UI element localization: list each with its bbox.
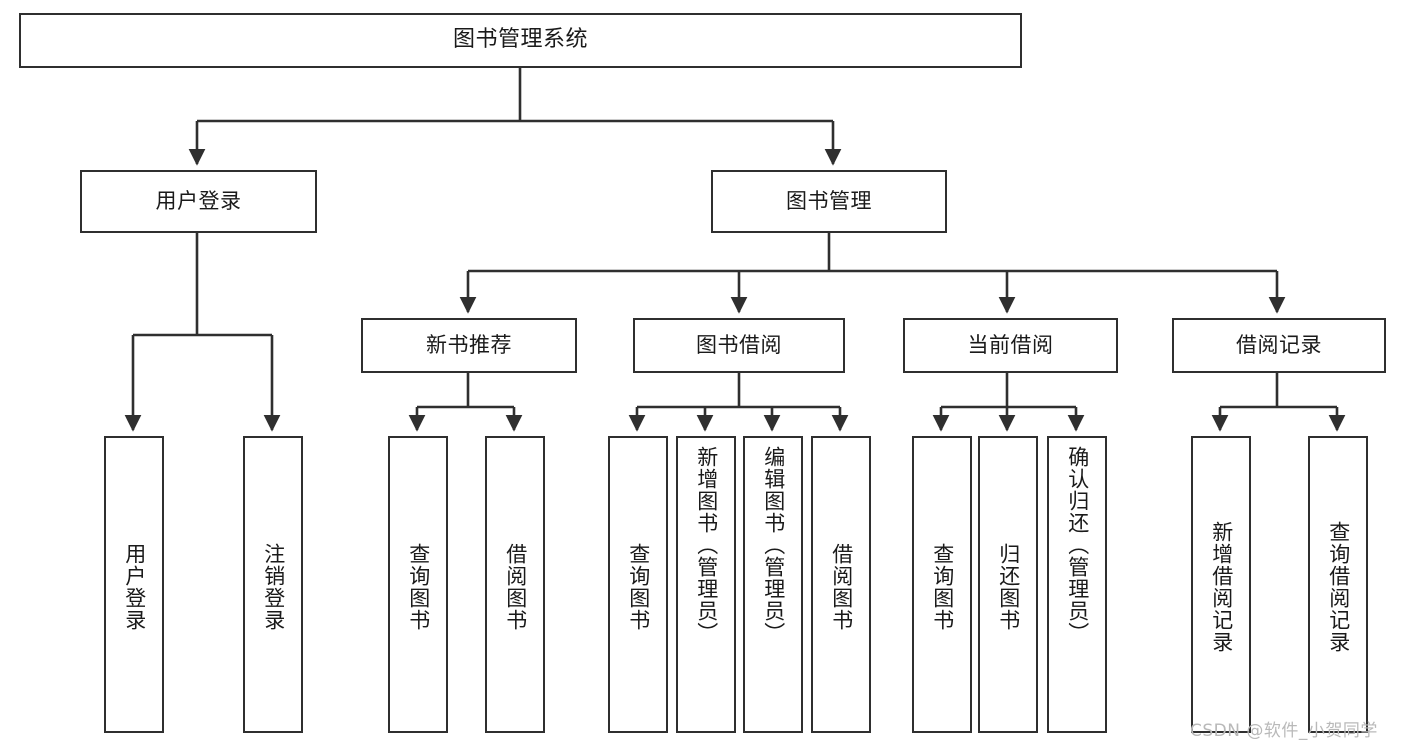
- leaf-query-book-3-label: 查询图书: [930, 542, 955, 631]
- leaf-edit-book[interactable]: 编辑图书（管理员）: [743, 436, 803, 733]
- node-borrow-record-label: 借阅记录: [1236, 332, 1322, 357]
- leaf-borrow-book-1-label: 借阅图书: [503, 542, 528, 631]
- leaf-borrow-book-1[interactable]: 借阅图书: [485, 436, 545, 733]
- node-user-login-label: 用户登录: [155, 188, 242, 213]
- node-root-label: 图书管理系统: [452, 27, 588, 53]
- leaf-query-book-3[interactable]: 查询图书: [912, 436, 972, 733]
- node-current-borrow[interactable]: 当前借阅: [903, 318, 1118, 373]
- leaf-borrow-book-2-label: 借阅图书: [829, 542, 854, 631]
- leaf-borrow-book-2[interactable]: 借阅图书: [811, 436, 871, 733]
- leaf-return-book[interactable]: 归还图书: [978, 436, 1038, 733]
- leaf-return-book-label: 归还图书: [996, 542, 1021, 631]
- leaf-add-book[interactable]: 新增图书（管理员）: [676, 436, 736, 733]
- leaf-user-logout[interactable]: 注销登录: [243, 436, 303, 733]
- leaf-edit-book-label: 编辑图书（管理员）: [761, 446, 786, 644]
- leaf-query-book-2-label: 查询图书: [626, 542, 651, 631]
- node-root[interactable]: 图书管理系统: [19, 13, 1022, 68]
- leaf-user-login-label: 用户登录: [122, 542, 147, 631]
- leaf-add-record[interactable]: 新增借阅记录: [1191, 436, 1251, 733]
- node-book-manage[interactable]: 图书管理: [711, 170, 947, 233]
- leaf-add-book-label: 新增图书（管理员）: [694, 446, 719, 644]
- leaf-user-logout-label: 注销登录: [261, 542, 286, 631]
- node-current-borrow-label: 当前借阅: [967, 332, 1054, 357]
- leaf-add-record-label: 新增借阅记录: [1209, 520, 1234, 653]
- node-borrow-record[interactable]: 借阅记录: [1172, 318, 1386, 373]
- node-book-manage-label: 图书管理: [786, 188, 872, 213]
- node-book-borrow[interactable]: 图书借阅: [633, 318, 845, 373]
- leaf-query-book-1-label: 查询图书: [406, 542, 431, 631]
- leaf-confirm-return[interactable]: 确认归还（管理员）: [1047, 436, 1107, 733]
- leaf-query-book-1[interactable]: 查询图书: [388, 436, 448, 733]
- node-user-login[interactable]: 用户登录: [80, 170, 317, 233]
- leaf-query-record-label: 查询借阅记录: [1326, 520, 1351, 653]
- leaf-user-login[interactable]: 用户登录: [104, 436, 164, 733]
- node-new-book-recommend[interactable]: 新书推荐: [361, 318, 577, 373]
- node-new-book-recommend-label: 新书推荐: [426, 332, 512, 357]
- leaf-confirm-return-label: 确认归还（管理员）: [1065, 446, 1090, 644]
- leaf-query-record[interactable]: 查询借阅记录: [1308, 436, 1368, 733]
- node-book-borrow-label: 图书借阅: [696, 332, 782, 357]
- leaf-query-book-2[interactable]: 查询图书: [608, 436, 668, 733]
